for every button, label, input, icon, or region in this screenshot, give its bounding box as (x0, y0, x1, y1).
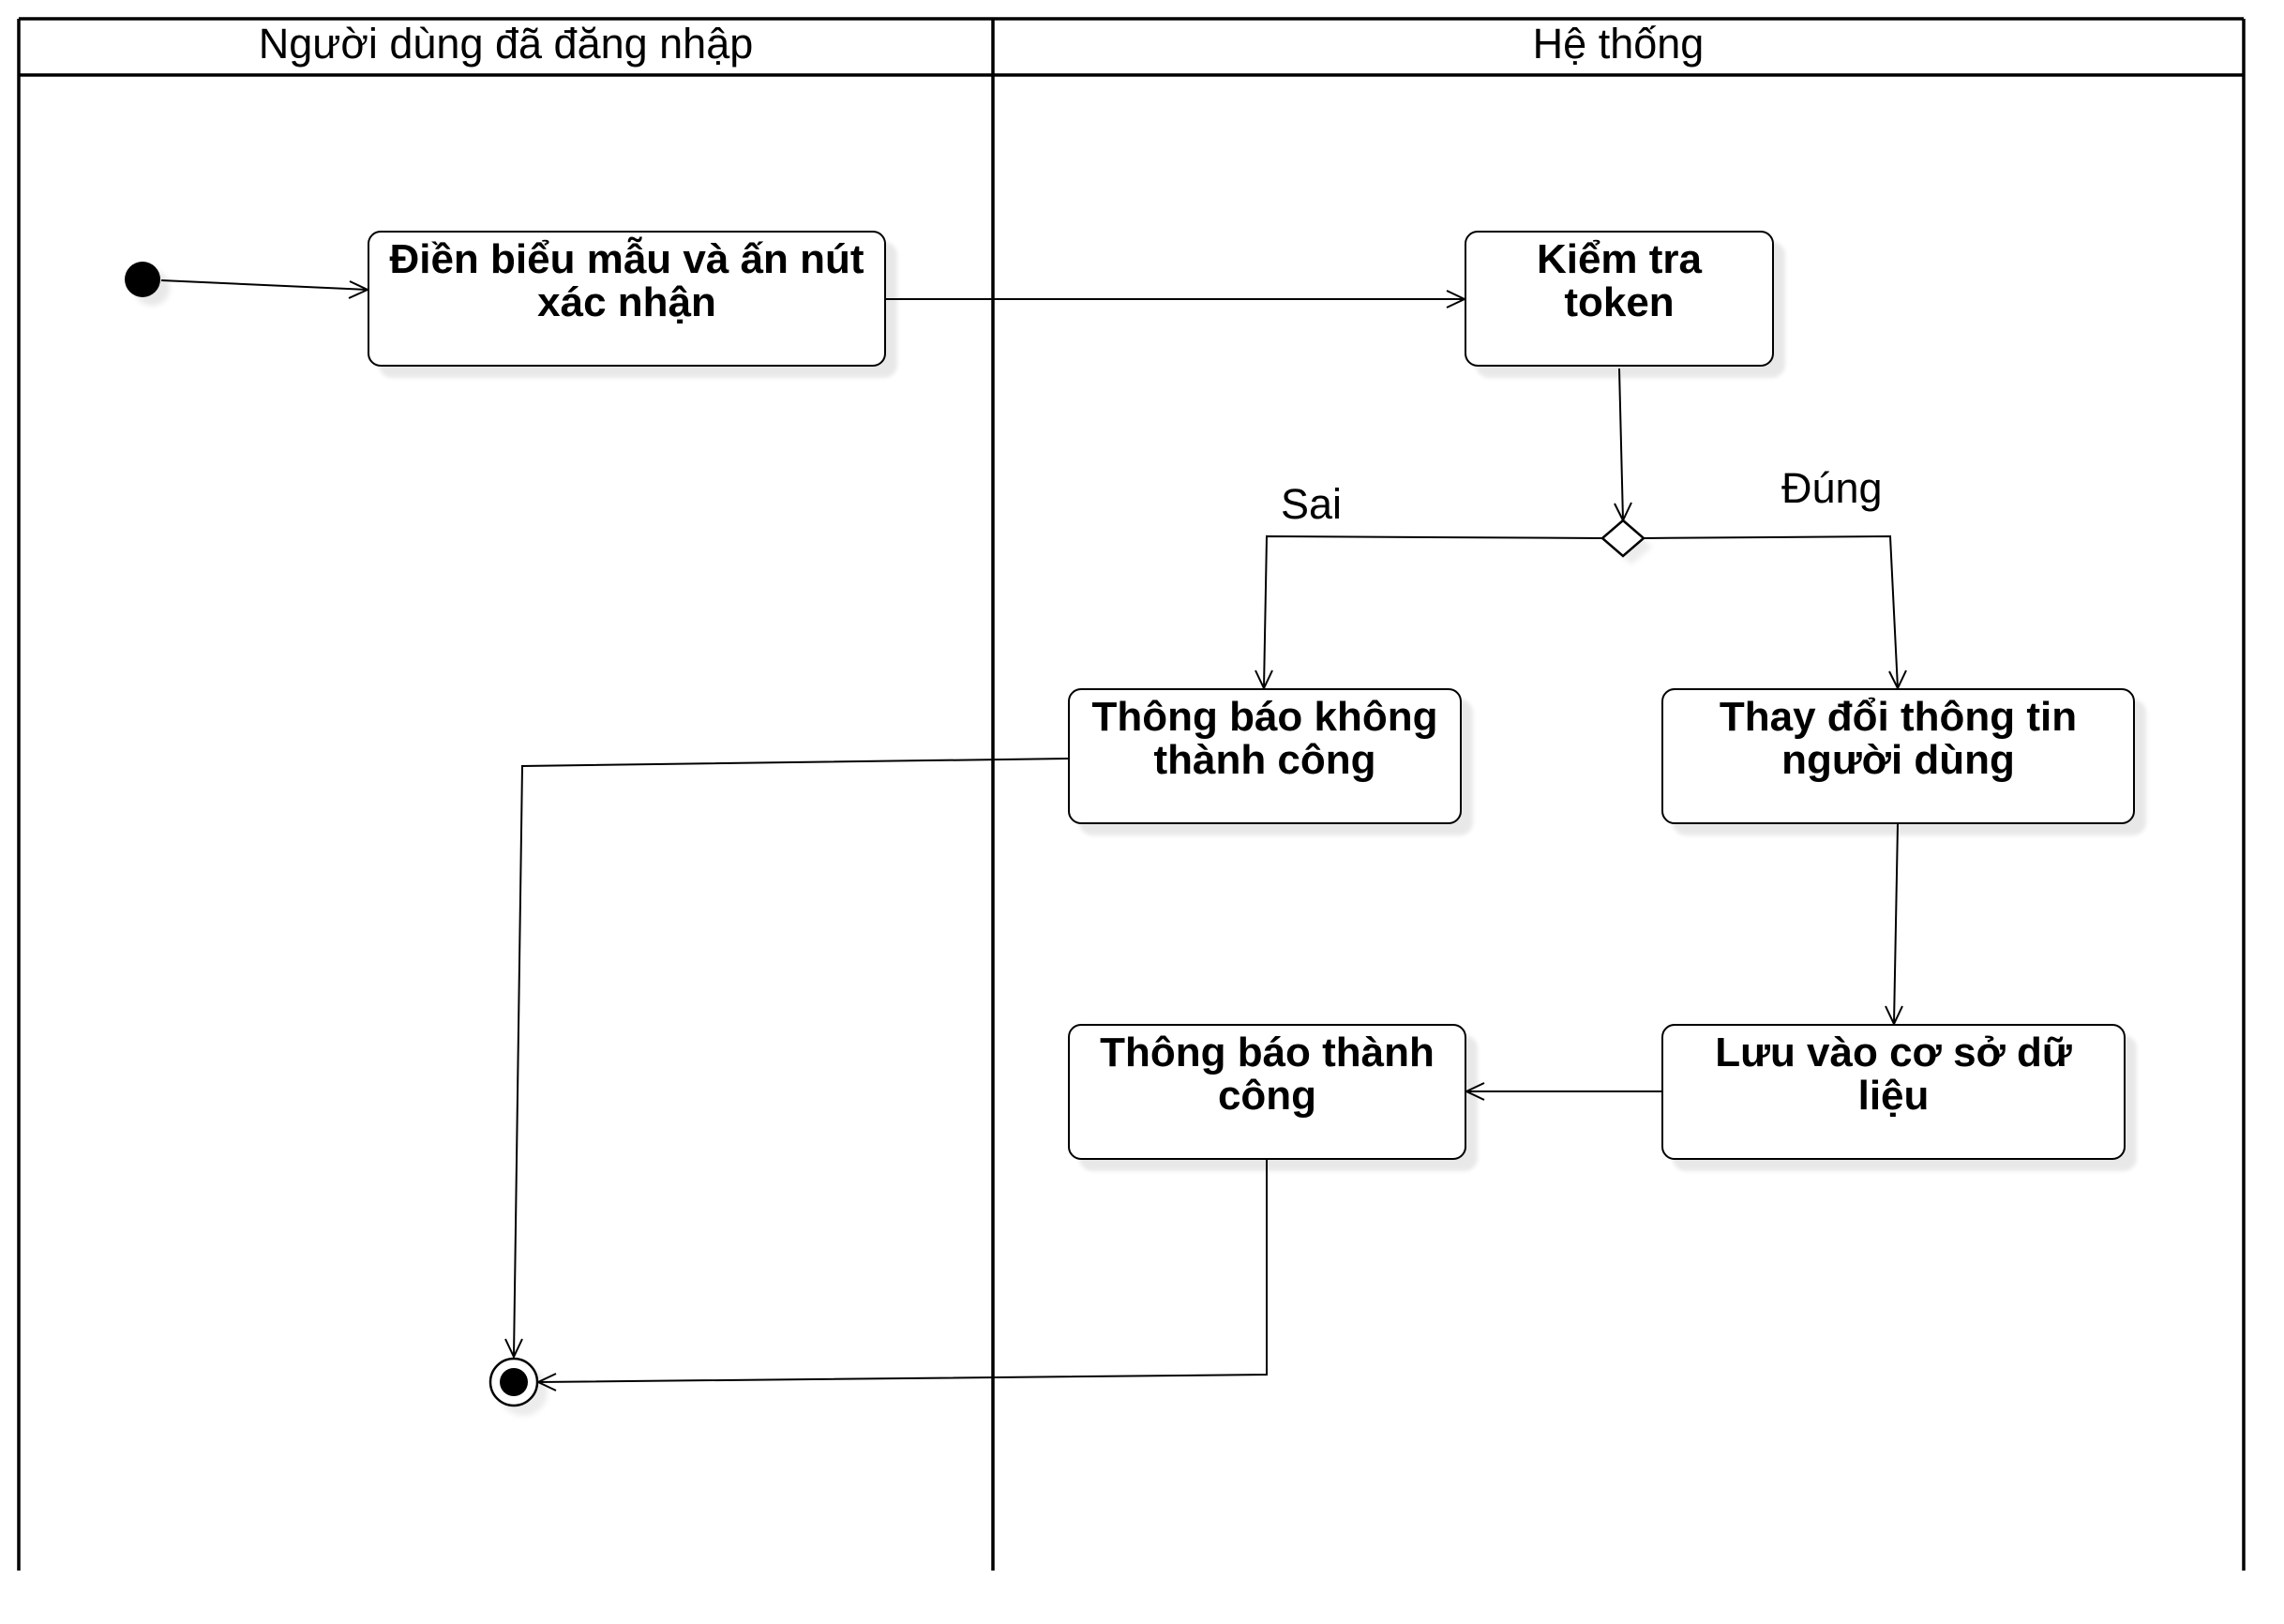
action-label-line: Lưu vào cơ sở dữ (1715, 1030, 2072, 1075)
edge-decision-to-update-info (1643, 534, 1899, 689)
action-label-line: Điền biểu mẫu và ấn nút (389, 236, 864, 282)
action-update-user-info: Thay đổi thông tin người dùng (1661, 688, 2135, 824)
action-save-to-database: Lưu vào cơ sở dữ liệu (1661, 1024, 2126, 1160)
action-label-line: người dùng (1781, 737, 2015, 783)
edge-start-to-fill-form (160, 279, 368, 291)
edge-final-left-arrowhead (504, 1338, 523, 1360)
guard-label-false: Sai (1281, 480, 1343, 528)
action-label-line: Kiểm tra (1536, 236, 1703, 282)
decision-node (1600, 519, 1645, 558)
action-label-line: xác nhận (537, 279, 716, 325)
swimlane-frame (17, 17, 2246, 1571)
action-label-line: công (1217, 1073, 1317, 1119)
initial-node (125, 262, 160, 297)
action-label-line: Thông báo thành (1100, 1030, 1435, 1075)
action-label-line: thành công (1153, 737, 1376, 783)
edge-notify-fail-to-final (513, 758, 1069, 1358)
swimlane-title-user: Người dùng đã đăng nhập (258, 20, 754, 68)
action-label-line: Thông báo không (1091, 694, 1438, 740)
edge-final-bottom-arrowhead (535, 1373, 557, 1391)
action-label-line: token (1564, 279, 1675, 325)
action-label-line: liệu (1857, 1073, 1930, 1119)
action-notify-success: Thông báo thành công (1068, 1024, 1466, 1160)
edge-decision-to-notify-fail (1263, 534, 1603, 689)
action-label-line: Thay đổi thông tin (1719, 694, 2078, 740)
swimlane-title-system: Hệ thống (1532, 20, 1705, 68)
edge-notify-success-arrowhead (1464, 1082, 1485, 1101)
action-check-token: Kiểm tra token (1465, 231, 1774, 367)
final-node-core (500, 1368, 528, 1396)
guard-label-true: Đúng (1781, 464, 1883, 512)
action-fill-form: Điền biểu mẫu và ấn nút xác nhận (368, 231, 886, 367)
action-notify-fail: Thông báo không thành công (1068, 688, 1462, 824)
edge-update-info-to-save-db (1893, 823, 1899, 1025)
edge-decision-arrowhead (1614, 502, 1632, 523)
edge-check-token-to-decision (1618, 368, 1624, 521)
edge-notify-success-to-final (537, 1160, 1268, 1383)
